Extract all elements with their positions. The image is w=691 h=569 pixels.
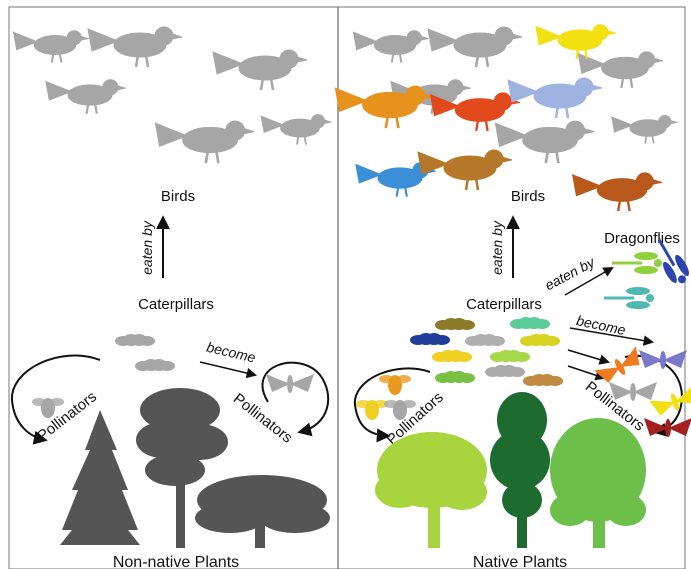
left-caterpillars: [115, 334, 175, 371]
caterpillar-icon: [432, 350, 472, 362]
spreading-tree-icon: [195, 475, 330, 548]
right-caterpillars: [410, 317, 563, 386]
bird-icon: [418, 150, 512, 190]
right-birds-label: Birds: [511, 188, 545, 205]
bird-icon: [573, 173, 662, 211]
bird-icon: [213, 50, 307, 90]
right-panel-title: Native Plants: [473, 554, 567, 569]
left-trees: [60, 388, 330, 548]
bird-icon: [508, 78, 602, 118]
bird-icon: [88, 27, 182, 67]
left-birds-label: Birds: [161, 188, 195, 205]
become-arrow: [568, 350, 608, 362]
bird-icon: [13, 31, 88, 63]
caterpillar-icon: [523, 374, 563, 386]
moth-icon: [609, 382, 657, 401]
left-birds: [13, 27, 331, 163]
left-become-arrow: [200, 362, 255, 375]
bird-icon: [46, 80, 126, 114]
bird-icon: [353, 31, 428, 63]
caterpillar-icon: [510, 317, 550, 329]
caterpillar-icon: [435, 318, 475, 330]
caterpillar-icon: [490, 350, 530, 362]
bird-icon: [612, 115, 678, 143]
bird-icon: [335, 86, 434, 128]
right-eaten-by-label: eaten by: [489, 220, 505, 275]
conifer-tree-icon: [60, 410, 140, 545]
caterpillar-icon: [520, 334, 560, 346]
bird-icon: [536, 25, 616, 59]
moth-icon: [644, 418, 691, 437]
caterpillar-icon: [115, 334, 155, 346]
moth-icon: [266, 374, 314, 393]
right-eaten-by-dragonflies-label: eaten by: [542, 253, 598, 293]
right-become-label: become: [575, 312, 627, 338]
left-pollinators-label-2: Pollinators: [230, 390, 296, 447]
butterfly-icon: [639, 350, 687, 369]
left-become-label: become: [205, 339, 257, 366]
dragonfly-icon: [612, 252, 662, 274]
caterpillar-icon: [435, 371, 475, 383]
butterfly-icon: [594, 346, 645, 386]
bird-icon: [155, 121, 254, 163]
dragonfly-icon: [604, 287, 654, 309]
right-caterpillars-label: Caterpillars: [466, 296, 542, 313]
light-green-tree-icon: [375, 432, 487, 548]
mid-green-tree-icon: [550, 418, 646, 548]
left-caterpillars-label: Caterpillars: [138, 296, 214, 313]
left-panel-title: Non-native Plants: [113, 554, 239, 569]
bird-icon: [495, 121, 594, 163]
bird-icon: [261, 115, 332, 145]
dark-green-tree-icon: [490, 392, 550, 548]
bird-icon: [428, 27, 522, 67]
caterpillar-icon: [135, 359, 175, 371]
caterpillar-icon: [485, 365, 525, 377]
caterpillar-icon: [465, 334, 505, 346]
bee-icon: [356, 400, 388, 420]
dragonflies-label: Dragonflies: [604, 230, 680, 247]
bee-icon: [379, 375, 411, 395]
left-eaten-by-label: eaten by: [139, 220, 155, 275]
caterpillar-icon: [410, 333, 450, 345]
